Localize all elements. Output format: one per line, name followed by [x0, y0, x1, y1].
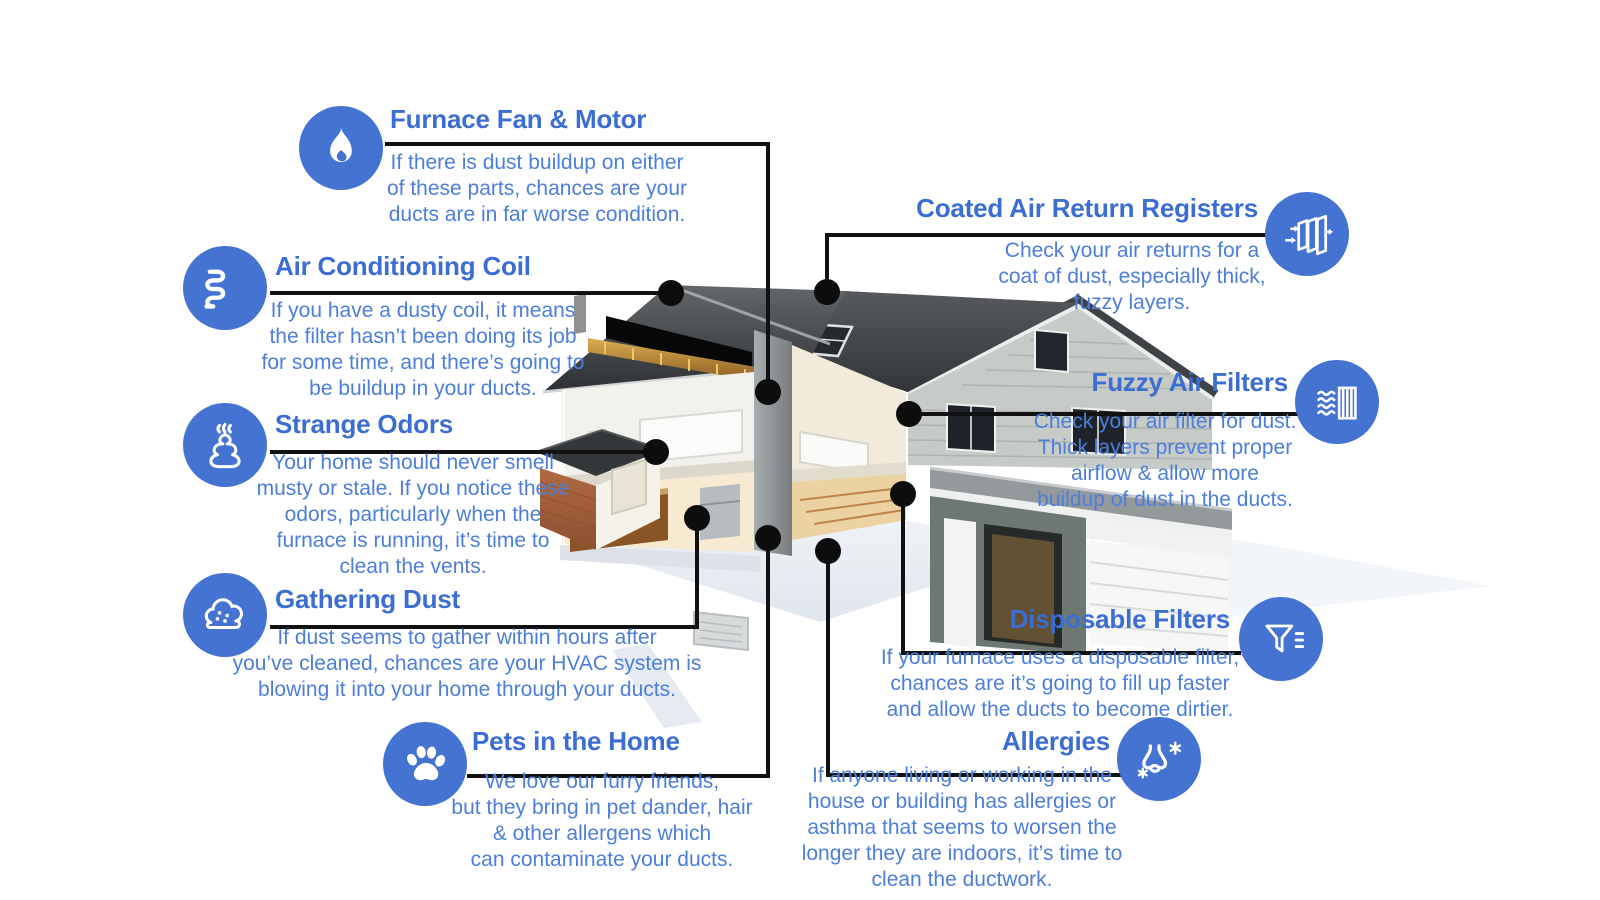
odor-icon	[183, 403, 267, 487]
dust-cloud-icon	[183, 573, 267, 657]
section-title: Air Conditioning Coil	[275, 251, 531, 281]
paw-icon	[383, 722, 467, 806]
section-body: If dust seems to gather within hours aft…	[232, 626, 702, 701]
section-body: Check your air returns for a coat of dus…	[998, 239, 1266, 314]
section-body: We love our furry friends, but they brin…	[451, 770, 753, 871]
section-title: Disposable Filters	[1009, 604, 1231, 634]
section-title: Furnace Fan & Motor	[390, 104, 647, 134]
section-body: If your furnace uses a disposable filter…	[880, 646, 1240, 721]
coil-icon	[183, 246, 267, 330]
section-title: Fuzzy Air Filters	[1091, 367, 1289, 397]
air-filter-icon	[1295, 360, 1379, 444]
section-body: If anyone living or working in the house…	[801, 764, 1123, 891]
section-title: Pets in the Home	[472, 726, 680, 756]
flame-icon	[299, 106, 383, 190]
nose-icon	[1117, 717, 1201, 801]
section-body: Your home should never smell musty or st…	[256, 451, 570, 578]
register-icon	[1265, 192, 1349, 276]
section-title: Allergies	[1001, 726, 1110, 756]
section-title: Strange Odors	[275, 409, 453, 439]
section-body: If you have a dusty coil, it means the f…	[261, 299, 585, 400]
section-title: Coated Air Return Registers	[916, 193, 1258, 223]
section-title: Gathering Dust	[275, 584, 460, 614]
section-body: Check your air filter for dust. Thick la…	[1033, 410, 1297, 511]
funnel-icon	[1239, 597, 1323, 681]
section-body: If there is dust buildup on either of th…	[387, 151, 687, 226]
